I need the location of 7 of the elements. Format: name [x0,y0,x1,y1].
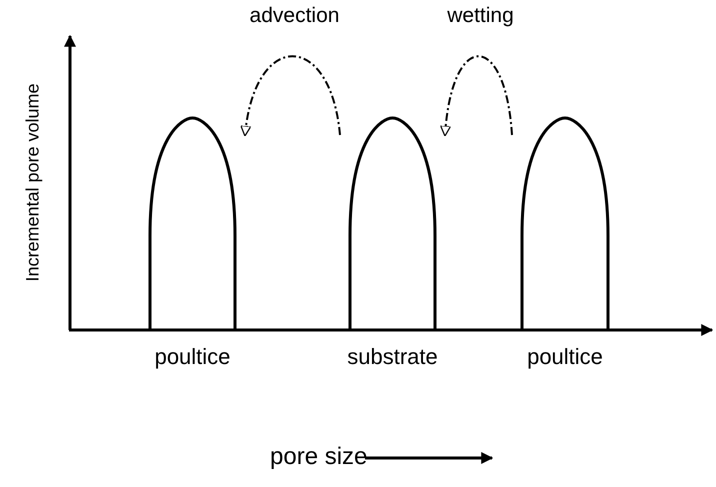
axis-title: Incremental pore volume [22,82,44,284]
peak-label: poultice [154,344,232,370]
peak-label: substrate [346,344,439,370]
axis-title: pore size [270,443,368,471]
peak-label: poultice [526,344,604,370]
curved-arrow [240,55,341,137]
curved-arrow [440,56,513,137]
